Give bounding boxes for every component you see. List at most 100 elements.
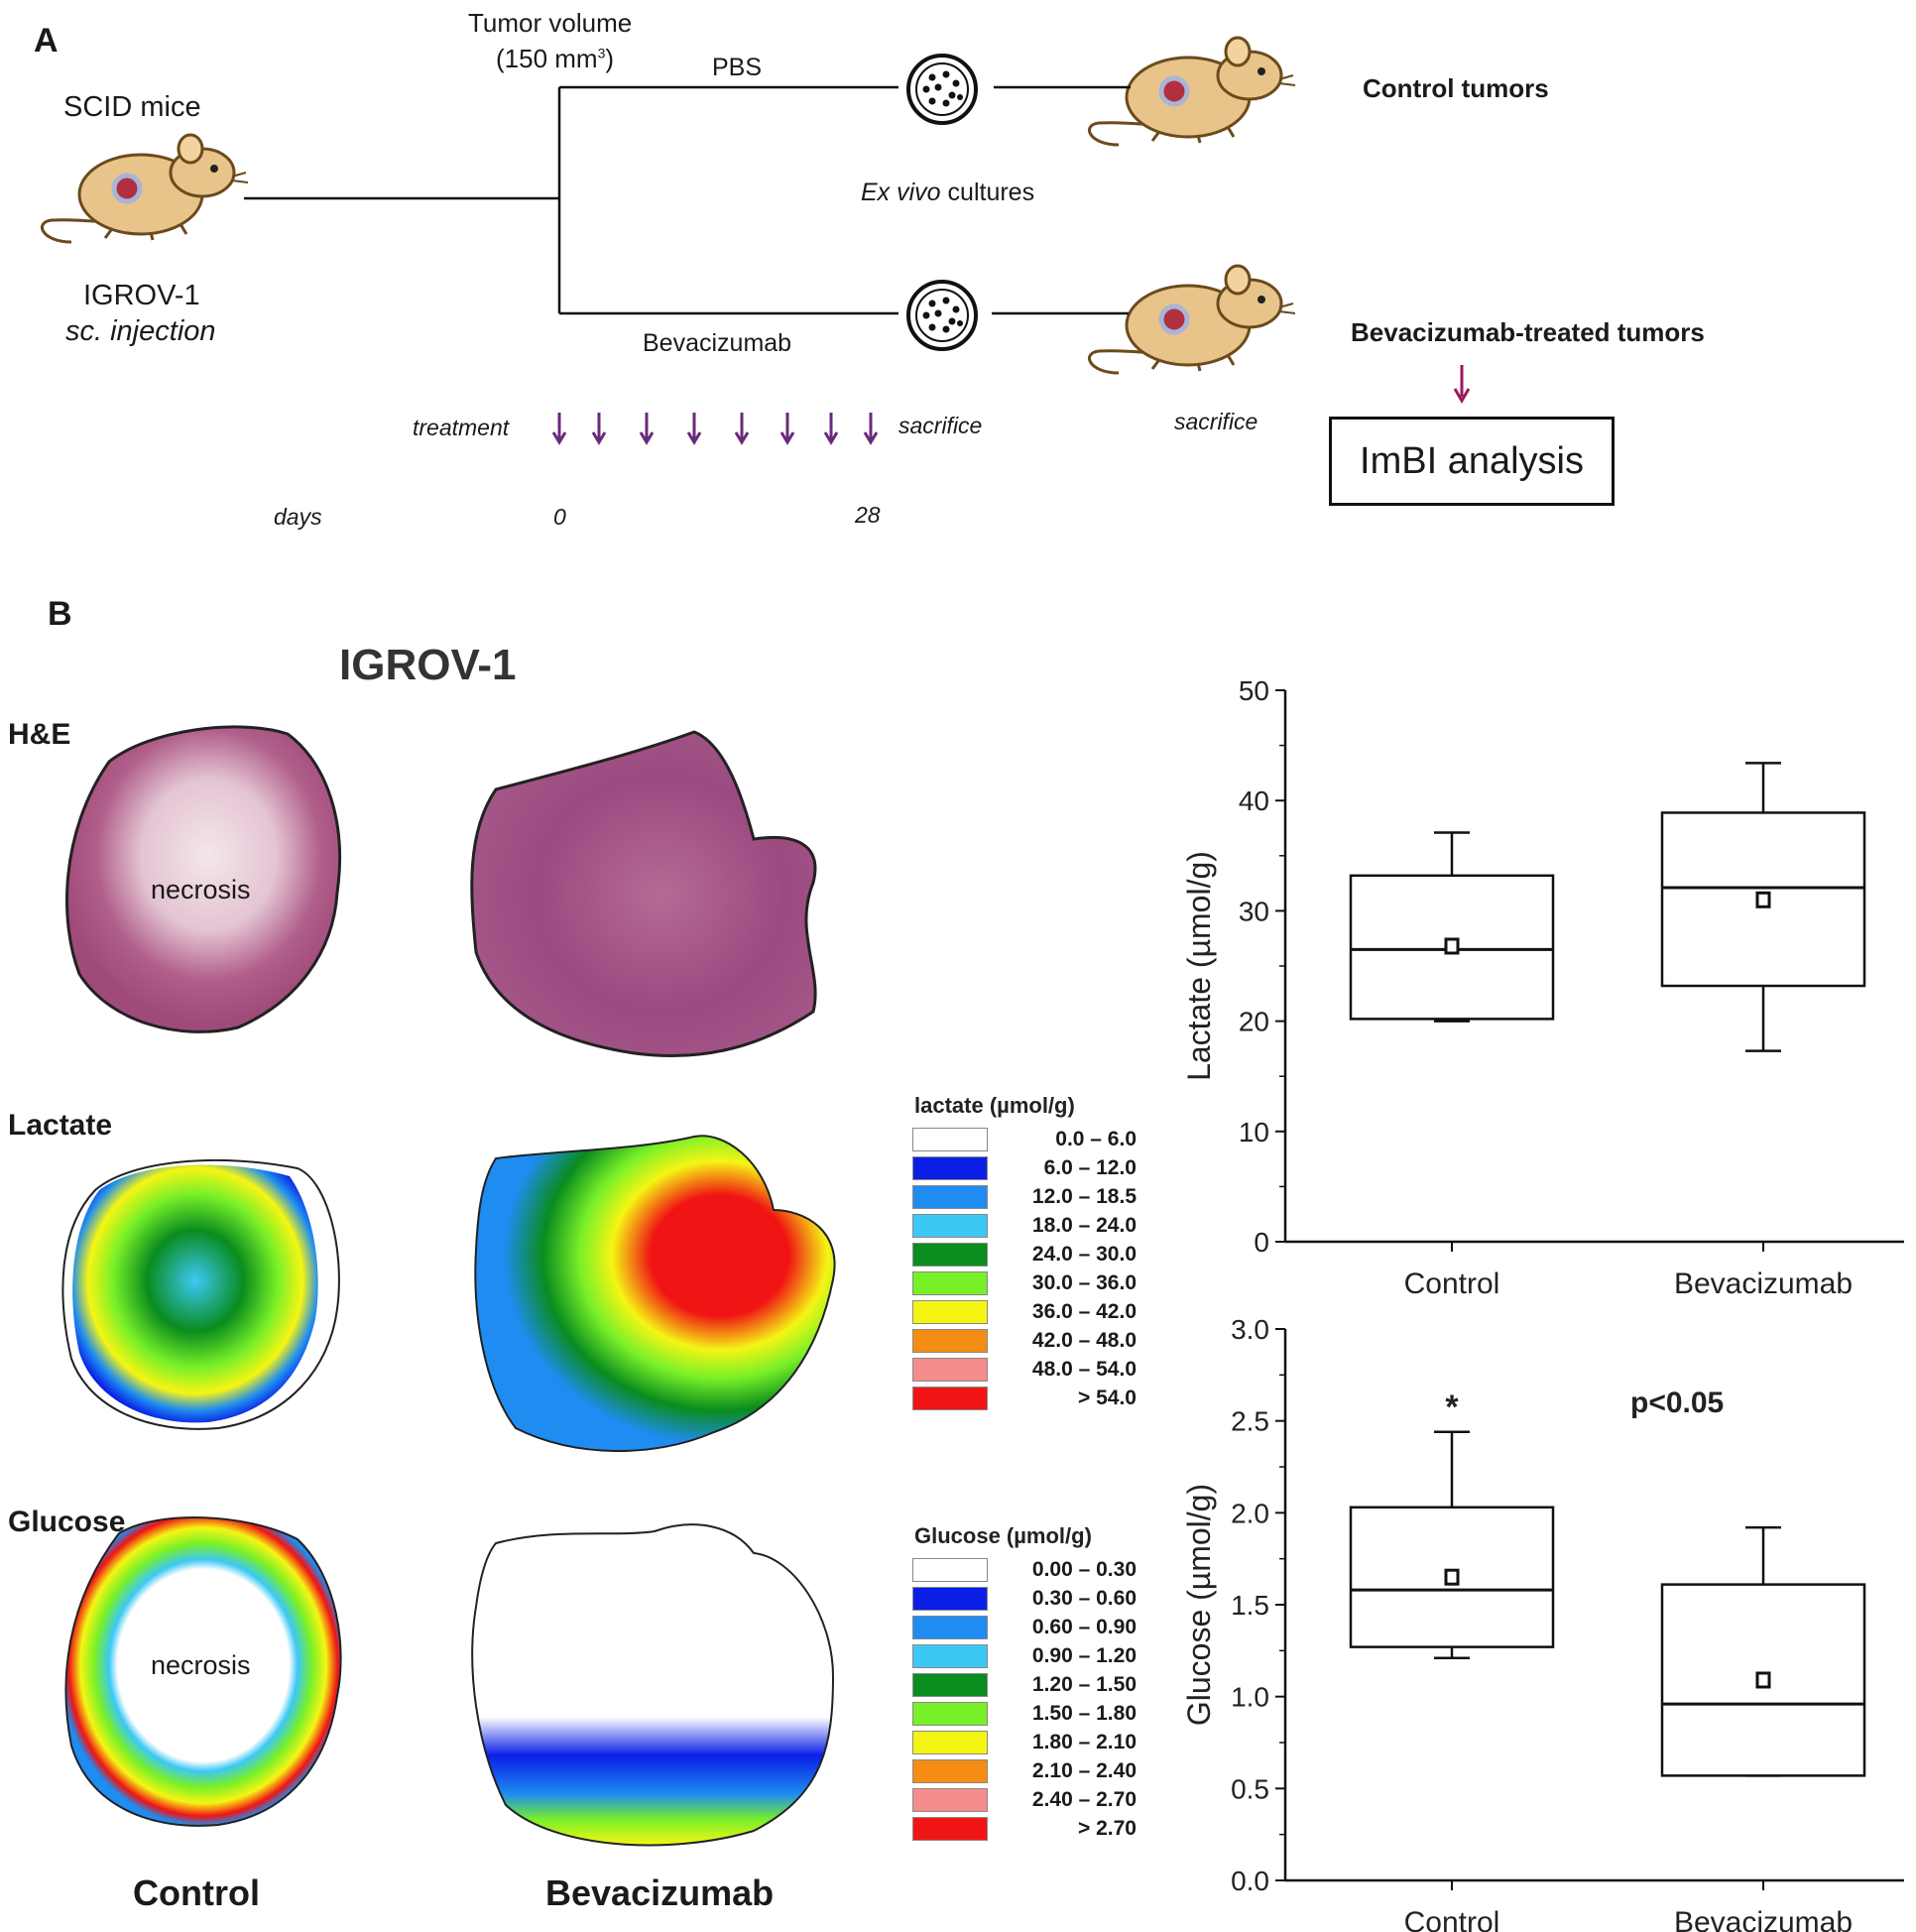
- glucose-legend-item: 0.60 – 0.90: [912, 1615, 1150, 1640]
- sacrifice-label-2: sacrifice: [1174, 409, 1258, 434]
- lactate-legend-swatch: [912, 1387, 988, 1410]
- lactate-legend-item: 48.0 – 54.0: [912, 1357, 1150, 1383]
- glucose-legend-item: 1.80 – 2.10: [912, 1730, 1150, 1755]
- lactate-legend-label: 24.0 – 30.0: [1031, 1243, 1137, 1266]
- glucose-legend-item: 1.20 – 1.50: [912, 1672, 1150, 1698]
- control-tumors-label: Control tumors: [1363, 73, 1549, 103]
- lactate-legend-item: 6.0 – 12.0: [912, 1155, 1150, 1181]
- y-axis-label: Glucose (µmol/g): [1181, 1484, 1217, 1726]
- lactate-legend-item: 42.0 – 48.0: [912, 1328, 1150, 1354]
- glucose-legend-swatch: [912, 1644, 988, 1668]
- glucose-legend-swatch: [912, 1759, 988, 1783]
- significance-star: *: [1445, 1389, 1459, 1426]
- mean-marker: [1444, 937, 1460, 955]
- lactate-legend-item: > 54.0: [912, 1386, 1150, 1411]
- lactate-legend-item: 12.0 – 18.5: [912, 1184, 1150, 1210]
- col-label-control: Control: [133, 1872, 260, 1913]
- lactate-legend-swatch: [912, 1214, 988, 1238]
- bevacizumab-arm-label: Bevacizumab: [643, 329, 792, 357]
- y-tick-label: 0.0: [1231, 1866, 1269, 1896]
- mean-marker: [1444, 1568, 1460, 1586]
- glucose-legend-label: 0.90 – 1.20: [1031, 1644, 1137, 1667]
- lactate-legend-swatch: [912, 1300, 988, 1324]
- glucose-legend-label: 0.00 – 0.30: [1031, 1558, 1137, 1581]
- necrosis-label-he: necrosis: [151, 875, 251, 905]
- y-axis-label: Lactate (µmol/g): [1181, 851, 1217, 1081]
- glucose-legend-label: 1.80 – 2.10: [1031, 1731, 1137, 1753]
- glucose-legend-swatch: [912, 1731, 988, 1754]
- col-label-bevacizumab: Bevacizumab: [545, 1872, 775, 1913]
- x-tick-label: Control: [1404, 1906, 1500, 1932]
- y-tick-label: 0.5: [1231, 1773, 1269, 1804]
- lactate-legend-label: 30.0 – 36.0: [1031, 1271, 1137, 1294]
- lactate-legend: lactate (µmol/g) 0.0 – 6.0 6.0 – 12.0 12.0…: [912, 1093, 1160, 1420]
- y-tick-label: 30: [1239, 896, 1269, 926]
- lactate-legend-label: 36.0 – 42.0: [1031, 1300, 1137, 1323]
- lactate-legend-label: 42.0 – 48.0: [1031, 1329, 1137, 1352]
- y-tick-label: 0: [1254, 1227, 1269, 1258]
- lactate-legend-item: 24.0 – 30.0: [912, 1242, 1150, 1268]
- panel-a-letter: A: [34, 22, 59, 60]
- glucose-legend-label: 2.10 – 2.40: [1031, 1759, 1137, 1782]
- y-tick-label: 40: [1239, 785, 1269, 816]
- y-tick-label: 1.0: [1231, 1682, 1269, 1713]
- y-tick-label: 50: [1239, 675, 1269, 706]
- y-tick-label: 20: [1239, 1007, 1269, 1037]
- lactate-legend-label: 48.0 – 54.0: [1031, 1358, 1137, 1381]
- row-label-glucose: Glucose: [8, 1506, 126, 1538]
- lactate-legend-item: 18.0 – 24.0: [912, 1213, 1150, 1239]
- glucose-legend-swatch: [912, 1673, 988, 1697]
- glucose-legend-swatch: [912, 1616, 988, 1639]
- x-tick-label: Bevacizumab: [1674, 1268, 1853, 1300]
- ex-vivo-label: Ex vivo cultures: [861, 179, 1035, 206]
- days-label: days: [274, 504, 322, 530]
- injection-label: sc. injection: [65, 315, 216, 347]
- x-tick-label: Bevacizumab: [1674, 1906, 1853, 1932]
- tumor-volume-line1: Tumor volume: [468, 8, 633, 38]
- tumor-volume-line2: (150 mm3): [496, 44, 615, 73]
- lactate-legend-label: 18.0 – 24.0: [1031, 1214, 1137, 1237]
- glucose-legend-label: 1.20 – 1.50: [1031, 1673, 1137, 1696]
- p-value-label: p<0.05: [1630, 1387, 1724, 1419]
- row-label-he: H&E: [8, 718, 71, 751]
- experiment-schema: [0, 0, 1471, 444]
- glucose-legend-label: > 2.70: [1078, 1817, 1137, 1840]
- mean-marker: [1755, 1671, 1771, 1689]
- glucose-legend-item: 1.50 – 1.80: [912, 1701, 1150, 1727]
- treatment-label: treatment: [413, 415, 510, 440]
- imbi-analysis-label: ImBI analysis: [1360, 440, 1584, 482]
- scid-mice-label: SCID mice: [63, 91, 201, 123]
- igrov-title: IGROV-1: [339, 641, 517, 689]
- lactate-legend-label: 12.0 – 18.5: [1031, 1185, 1137, 1208]
- glucose-legend-item: 2.40 – 2.70: [912, 1787, 1150, 1813]
- x-tick-label: Control: [1404, 1268, 1500, 1300]
- glucose-legend-swatch: [912, 1817, 988, 1841]
- glucose-legend-label: 2.40 – 2.70: [1031, 1788, 1137, 1811]
- lactate-legend-item: 0.0 – 6.0: [912, 1127, 1150, 1152]
- sacrifice-label-1: sacrifice: [898, 413, 983, 438]
- day-start-label: 0: [553, 504, 566, 530]
- glucose-legend-label: 0.60 – 0.90: [1031, 1616, 1137, 1638]
- down-arrow-icon: [1453, 365, 1471, 404]
- glucose-legend-swatch: [912, 1558, 988, 1582]
- lactate-legend-swatch: [912, 1358, 988, 1382]
- bev-tumors-label: Bevacizumab-treated tumors: [1351, 317, 1705, 347]
- y-tick-label: 10: [1239, 1117, 1269, 1147]
- y-tick-label: 3.0: [1231, 1314, 1269, 1345]
- mean-marker: [1755, 891, 1771, 908]
- lactate-legend-swatch: [912, 1185, 988, 1209]
- lactate-legend-swatch: [912, 1271, 988, 1295]
- lactate-legend-item: 30.0 – 36.0: [912, 1270, 1150, 1296]
- lactate-legend-swatch: [912, 1329, 988, 1353]
- lactate-legend-title: lactate (µmol/g): [914, 1093, 1075, 1118]
- lactate-legend-label: 0.0 – 6.0: [1055, 1128, 1137, 1150]
- lactate-legend-label: 6.0 – 12.0: [1043, 1156, 1137, 1179]
- glucose-legend-label: 0.30 – 0.60: [1031, 1587, 1137, 1610]
- tissue-images: [61, 725, 836, 1847]
- y-tick-label: 2.5: [1231, 1406, 1269, 1437]
- necrosis-label-glucose: necrosis: [151, 1650, 251, 1680]
- glucose-legend-swatch: [912, 1587, 988, 1611]
